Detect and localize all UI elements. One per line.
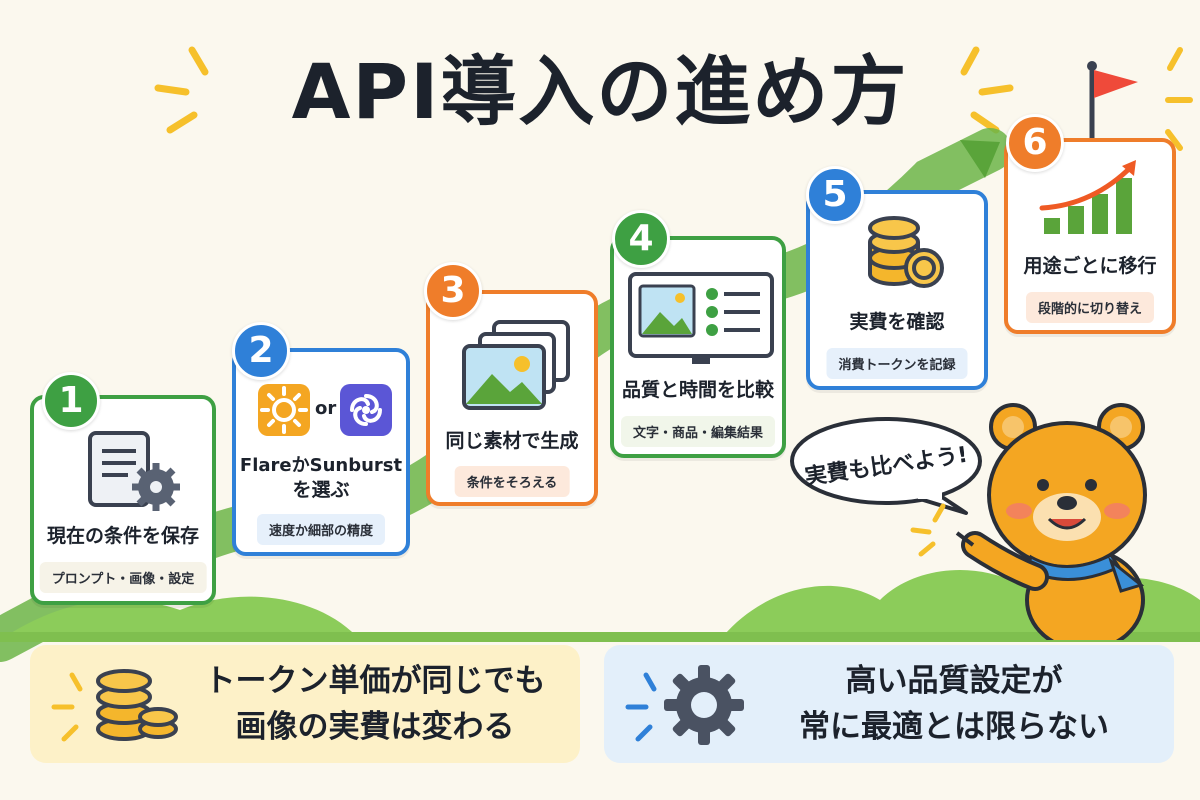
bottom-note-cost-line1: トークン単価が同じでも — [204, 663, 546, 699]
step-2-title-line1: FlareかSunburst — [239, 455, 403, 476]
step-5-badge: 5 — [806, 166, 864, 224]
step-6-title: 用途ごとに移行 — [1023, 255, 1157, 277]
step-2-card: or FlareかSunburst を選ぶ 速度か細部の精度 — [232, 348, 410, 556]
step-3-title: 同じ素材で生成 — [445, 430, 579, 452]
coins-icon — [868, 216, 944, 288]
step-1-title: 現在の条件を保存 — [46, 525, 199, 547]
speech-bubble — [790, 417, 982, 515]
bottom-note-cost-line2: 画像の実費は変わる — [235, 709, 515, 745]
step-6-badge: 6 — [1006, 114, 1064, 172]
bottom-note-cost: トークン単価が同じでも 画像の実費は変わる — [30, 645, 580, 763]
step-3-chip: 条件をそろえる — [454, 466, 570, 497]
bottom-note-quality-line2: 常に最適とは限らない — [799, 709, 1109, 745]
step-5-title: 実費を確認 — [849, 311, 945, 333]
growth-chart-icon — [1039, 160, 1136, 234]
title-sparkle-right — [960, 46, 1014, 134]
step-3-card: 同じ素材で生成 条件をそろえる — [426, 290, 598, 506]
step-1-badge: 1 — [42, 372, 100, 430]
step-1-chip: プロンプト・画像・設定 — [39, 562, 207, 593]
flag-sparkle — [1165, 47, 1193, 151]
title-sparkle-left — [154, 46, 209, 134]
gear-sparkle — [625, 672, 657, 742]
document-gear-icon — [88, 431, 180, 511]
step-6-chip: 段階的に切り替え — [1025, 292, 1155, 323]
image-stack-icon — [462, 320, 570, 410]
step-3-badge: 3 — [424, 262, 482, 320]
step-4-title: 品質と時間を比較 — [621, 379, 774, 401]
bottom-note-quality: 高い品質設定が 常に最適とは限らない — [604, 645, 1174, 763]
step-5-chip: 消費トークンを記録 — [826, 348, 968, 379]
pointing-sparkle — [910, 503, 946, 557]
goal-flag-icon — [1087, 61, 1138, 138]
step-2-title-line2: を選ぶ — [292, 479, 350, 501]
bear-mascot — [955, 403, 1147, 640]
step-2-badge: 2 — [232, 322, 290, 380]
page-title: API導入の進め方 — [291, 47, 909, 136]
step-4-badge: 4 — [612, 210, 670, 268]
swirl-app-icon — [340, 384, 392, 436]
step-2-chip: 速度か細部の精度 — [256, 514, 386, 545]
step-6-card: 用途ごとに移行 段階的に切り替え — [1004, 138, 1176, 334]
step-4-chip: 文字・商品・編集結果 — [620, 416, 776, 447]
step-1-card: 現在の条件を保存 プロンプト・画像・設定 — [30, 395, 216, 605]
bottom-note-quality-line1: 高い品質設定が — [845, 663, 1063, 699]
step-4-card: 品質と時間を比較 文字・商品・編集結果 — [610, 236, 786, 458]
coins-sparkle — [51, 672, 83, 742]
sun-app-icon — [258, 384, 310, 436]
gear-icon — [664, 665, 744, 745]
or-label: or — [315, 398, 337, 419]
monitor-checklist-icon — [628, 272, 774, 364]
coins-stack-icon — [96, 669, 178, 741]
